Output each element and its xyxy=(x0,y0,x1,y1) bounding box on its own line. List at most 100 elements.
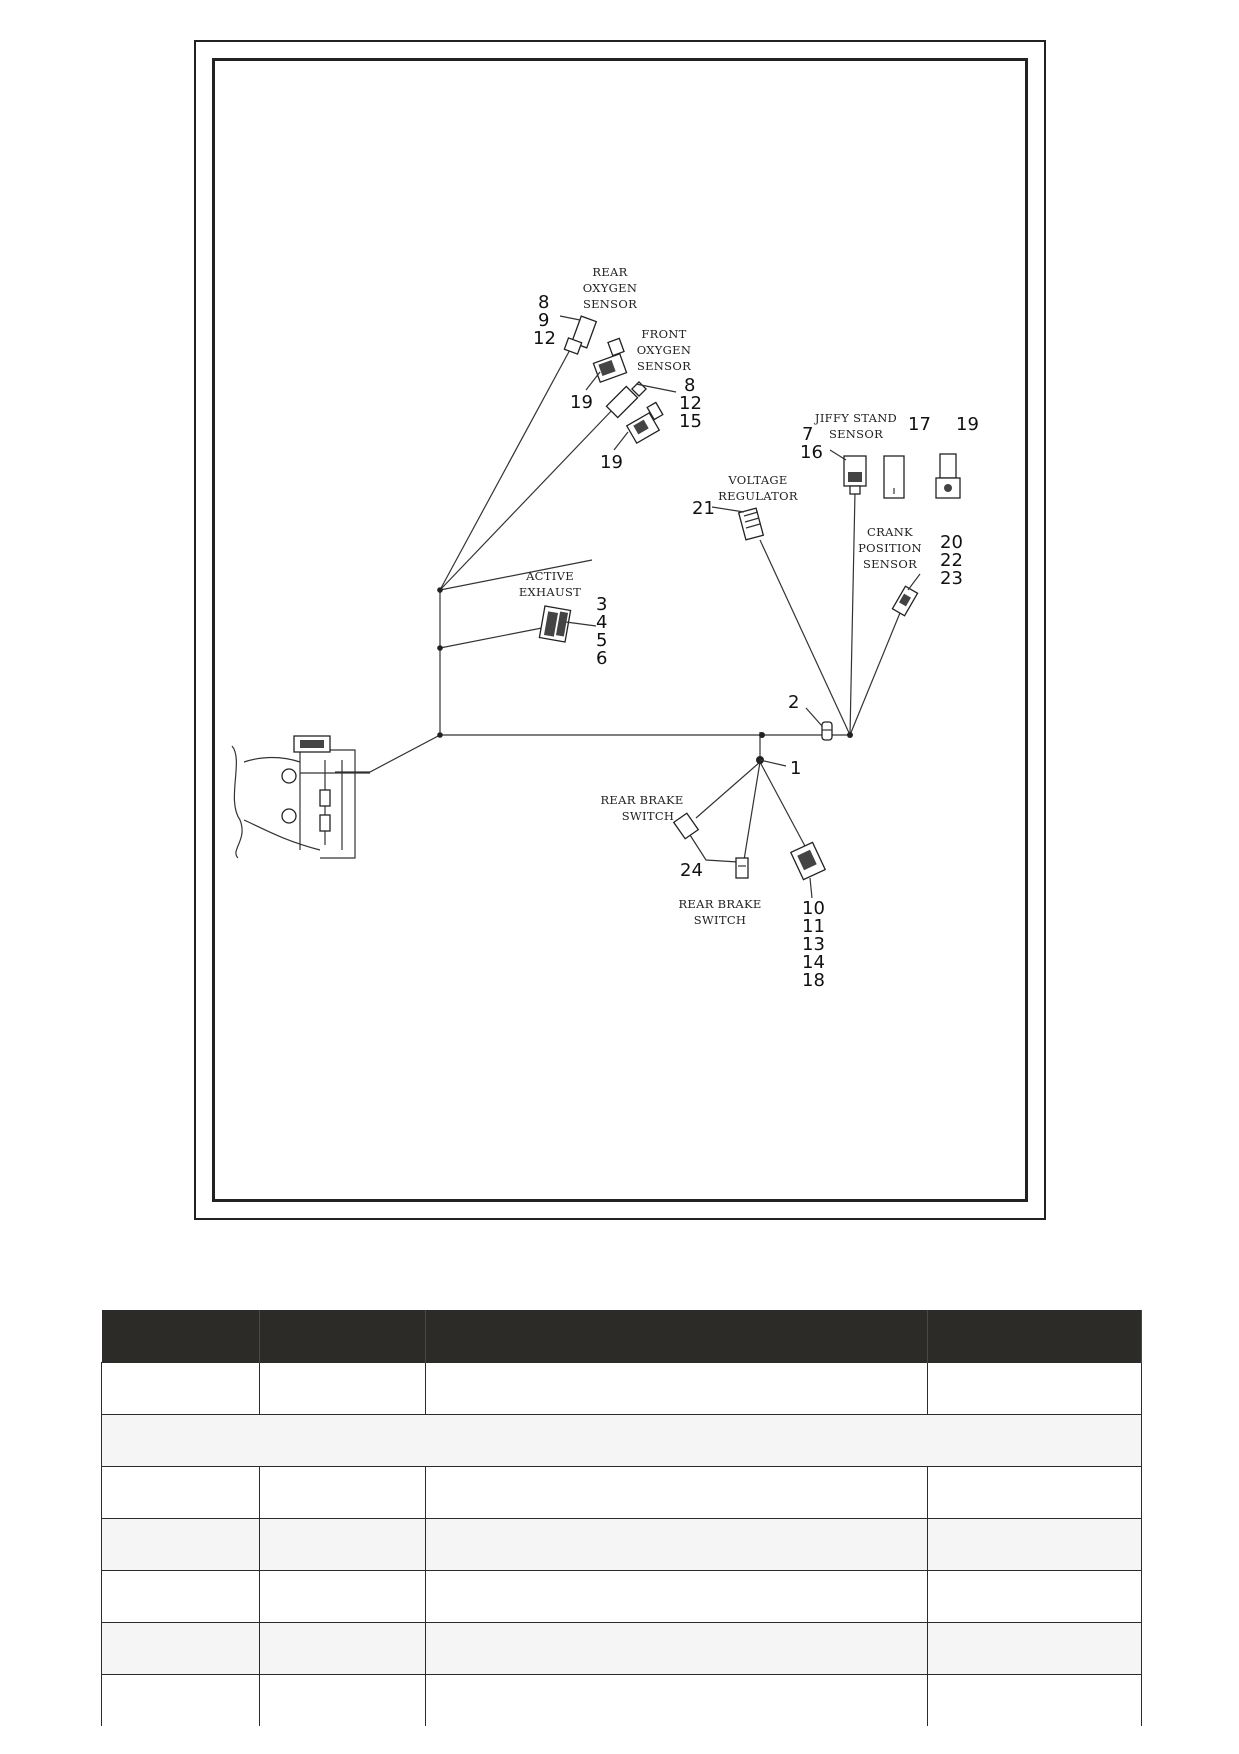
caption-line: SENSOR xyxy=(829,427,883,441)
caption-line: POSITION xyxy=(858,541,922,555)
caption-line: OXYGEN xyxy=(637,343,691,357)
table-cell xyxy=(101,1622,260,1675)
table-cell xyxy=(927,1622,1142,1675)
table-cell xyxy=(259,1674,426,1726)
caption-line: OXYGEN xyxy=(583,281,637,295)
table-cell xyxy=(927,1466,1142,1519)
callout-number: 1 xyxy=(790,758,801,779)
caption-line: EXHAUST xyxy=(519,585,581,599)
table-section-cell xyxy=(101,1414,1142,1467)
table-row xyxy=(101,1570,1142,1623)
diagram-frame xyxy=(194,40,1046,1220)
table-cell xyxy=(425,1518,928,1571)
callout-number: 21 xyxy=(692,498,715,519)
callout-number: 7 xyxy=(802,424,813,445)
table-cell xyxy=(101,1362,260,1415)
crank-position-connector xyxy=(891,585,919,617)
caption-voltage-regulator: VOLTAGE REGULATOR xyxy=(718,473,798,503)
callout-number: 9 xyxy=(538,310,549,331)
table-cell xyxy=(927,1362,1142,1415)
wiring-harness-diagram: REAR OXYGEN SENSOR FRONT OXYGEN SENSOR J… xyxy=(231,265,979,991)
callout-number: 18 xyxy=(802,970,825,991)
table-header-cell xyxy=(101,1310,260,1363)
leader-lines xyxy=(559,315,921,899)
connector-2 xyxy=(821,721,833,741)
rear-oxygen-mating-connector xyxy=(592,337,628,384)
table-row xyxy=(101,1518,1142,1571)
voltage-regulator-connector xyxy=(737,507,765,541)
caption-line: SENSOR xyxy=(863,557,917,571)
parts-table xyxy=(101,1310,1142,1726)
callout-number: 19 xyxy=(956,414,979,435)
table-cell xyxy=(425,1466,928,1519)
connector-10-group xyxy=(789,841,827,881)
table-cell xyxy=(425,1674,928,1726)
callout-number: 17 xyxy=(908,414,931,435)
table-cell xyxy=(101,1518,260,1571)
table-cell xyxy=(259,1518,426,1571)
caption-line: REAR xyxy=(592,265,627,279)
table-cell xyxy=(101,1466,260,1519)
table-cell xyxy=(101,1674,260,1726)
callout-number: 4 xyxy=(596,612,607,633)
caption-line: CRANK xyxy=(867,525,913,539)
callout-number: 5 xyxy=(596,630,607,651)
table-header-cell xyxy=(425,1310,928,1363)
rear-brake-switch-connector-a xyxy=(672,812,700,840)
caption-line: SENSOR xyxy=(637,359,691,373)
table-cell xyxy=(259,1570,426,1623)
table-cell xyxy=(927,1570,1142,1623)
caption-line: REAR BRAKE xyxy=(600,793,683,807)
caption-line: FRONT xyxy=(641,327,686,341)
callout-number: 8 xyxy=(684,375,695,396)
caption-front-oxygen-sensor: FRONT OXYGEN SENSOR xyxy=(637,327,691,373)
terminal-17 xyxy=(883,455,905,499)
callout-number: 14 xyxy=(802,952,825,973)
table-row xyxy=(101,1674,1142,1726)
table-row xyxy=(101,1622,1142,1675)
callout-number: 22 xyxy=(940,550,963,571)
callout-number: 16 xyxy=(800,442,823,463)
terminal-19-jiffy xyxy=(935,453,961,499)
caption-rear-brake-switch-lower: REAR BRAKE SWITCH xyxy=(678,897,761,927)
caption-line: SENSOR xyxy=(583,297,637,311)
callout-number: 19 xyxy=(570,392,593,413)
table-cell xyxy=(927,1518,1142,1571)
caption-line: REGULATOR xyxy=(718,489,798,503)
callout-number: 2 xyxy=(788,692,799,713)
callout-number: 6 xyxy=(596,648,607,669)
callout-number: 11 xyxy=(802,916,825,937)
front-oxygen-mating-connector xyxy=(625,401,664,445)
frame-section xyxy=(231,735,370,859)
table-cell xyxy=(259,1622,426,1675)
callout-number: 23 xyxy=(940,568,963,589)
jiffy-stand-connector xyxy=(843,455,867,495)
callout-number: 8 xyxy=(538,292,549,313)
callout-number: 24 xyxy=(680,860,703,881)
rear-oxygen-connector xyxy=(563,315,598,355)
table-section-row xyxy=(101,1414,1142,1467)
harness-junction-nodes xyxy=(437,587,853,764)
caption-line: SWITCH xyxy=(622,809,675,823)
table-header-row xyxy=(101,1310,1142,1363)
caption-rear-brake-switch-upper: REAR BRAKE SWITCH xyxy=(600,793,683,823)
table-header-cell xyxy=(927,1310,1142,1363)
caption-rear-oxygen-sensor: REAR OXYGEN SENSOR xyxy=(583,265,637,311)
table-cell xyxy=(101,1570,260,1623)
table-cell xyxy=(259,1466,426,1519)
table-row xyxy=(101,1362,1142,1415)
caption-line: SWITCH xyxy=(694,913,747,927)
front-oxygen-connector xyxy=(605,381,647,419)
table-cell xyxy=(259,1362,426,1415)
callout-number: 20 xyxy=(940,532,963,553)
callout-number: 12 xyxy=(533,328,556,349)
table-cell xyxy=(927,1674,1142,1726)
table-row xyxy=(101,1466,1142,1519)
active-exhaust-connector xyxy=(538,605,572,643)
callout-number: 19 xyxy=(600,452,623,473)
caption-jiffy-stand-sensor: JIFFY STAND SENSOR xyxy=(814,411,897,441)
table-cell xyxy=(425,1622,928,1675)
caption-line: ACTIVE xyxy=(525,569,574,583)
caption-line: REAR BRAKE xyxy=(678,897,761,911)
caption-line: VOLTAGE xyxy=(727,473,787,487)
